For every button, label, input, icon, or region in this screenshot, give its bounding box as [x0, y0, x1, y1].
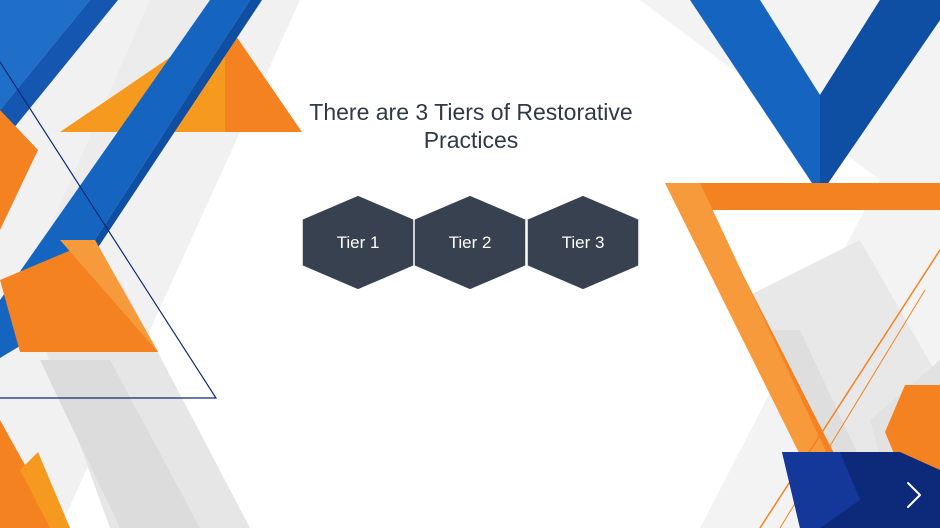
tier-2-label: Tier 2 — [448, 233, 492, 252]
hexagon-shape — [527, 195, 639, 290]
tier-2-hexagon[interactable]: Tier 2 — [414, 195, 526, 290]
hexagon-shape — [302, 195, 414, 290]
tier-hexagon-row: Tier 1 Tier 2 Tier 3 — [302, 195, 639, 290]
hexagon-shape — [414, 195, 526, 290]
tier-3-label: Tier 3 — [561, 233, 605, 252]
tier-3-hexagon[interactable]: Tier 3 — [527, 195, 639, 290]
tier-1-hexagon[interactable]: Tier 1 — [302, 195, 414, 290]
chevron-right-icon — [907, 482, 921, 508]
next-slide-button[interactable] — [898, 478, 928, 512]
slide-title: There are 3 Tiers of Restorative Practic… — [309, 99, 633, 153]
tier-1-label: Tier 1 — [336, 233, 380, 252]
